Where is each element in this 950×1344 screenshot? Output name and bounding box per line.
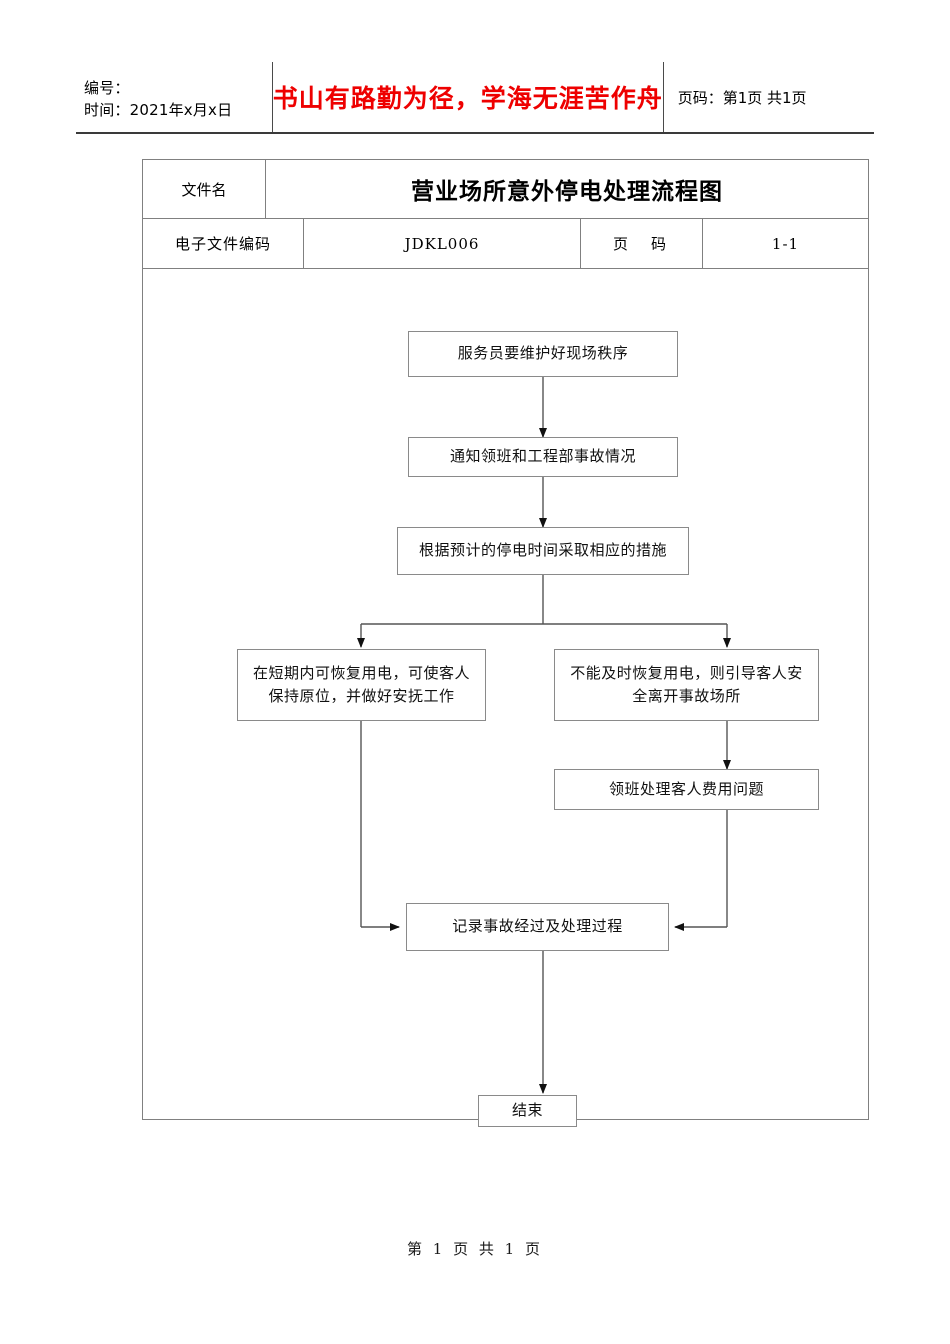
flow-node-n2[interactable]: 通知领班和工程部事故情况 <box>408 437 678 477</box>
flowchart-connectors <box>357 377 731 1094</box>
flow-node-n5[interactable]: 不能及时恢复用电，则引导客人安全离开事故场所 <box>554 649 819 721</box>
flow-node-n3[interactable]: 根据预计的停电时间采取相应的措施 <box>397 527 689 575</box>
cell-code-label: 电子文件编码 <box>143 219 304 268</box>
footer-page-text: 第 1 页 共 1 页 <box>407 1240 543 1258</box>
flow-node-n4-label: 在短期内可恢复用电，可使客人保持原位，并做好安抚工作 <box>252 663 470 705</box>
document-table: 文件名 营业场所意外停电处理流程图 电子文件编码 JDKL006 页 码 1-1 <box>142 159 869 1127</box>
page-footer: 第 1 页 共 1 页 <box>0 1238 950 1259</box>
cell-page-label: 页 码 <box>581 219 703 268</box>
cell-document-title: 营业场所意外停电处理流程图 <box>411 179 723 205</box>
header-pages-cell: 页码：第1页 共1页 <box>664 62 874 132</box>
header-motto-cell: 书山有路勤为径，学海无涯苦作舟 <box>273 62 664 132</box>
flow-node-n1-label: 服务员要维护好现场秩序 <box>457 344 629 363</box>
flowchart-canvas: 服务员要维护好现场秩序 通知领班和工程部事故情况 根据预计的停电时间采取相应的措… <box>143 269 868 1127</box>
header-number-label: 编号： <box>84 79 130 98</box>
flow-node-n7-label: 记录事故经过及处理过程 <box>452 917 623 936</box>
flow-node-n1[interactable]: 服务员要维护好现场秩序 <box>408 331 678 377</box>
cell-page-value: 1-1 <box>771 234 800 253</box>
flow-node-n6-label: 领班处理客人费用问题 <box>608 779 764 798</box>
table-row-code: 电子文件编码 JDKL006 页 码 1-1 <box>143 219 868 269</box>
header-meta-cell: 编号： 时间：2021年x月x日 <box>76 62 273 132</box>
flow-node-n4[interactable]: 在短期内可恢复用电，可使客人保持原位，并做好安抚工作 <box>237 649 486 721</box>
flow-node-n6[interactable]: 领班处理客人费用问题 <box>554 769 819 810</box>
flow-node-n7[interactable]: 记录事故经过及处理过程 <box>406 903 669 951</box>
header-page-number: 页码：第1页 共1页 <box>677 88 807 107</box>
header-time-label: 时间：2021年x月x日 <box>84 101 233 119</box>
flow-node-n2-label: 通知领班和工程部事故情况 <box>449 447 636 466</box>
header-motto-text: 书山有路勤为径，学海无涯苦作舟 <box>272 84 663 113</box>
flow-node-n5-label: 不能及时恢复用电，则引导客人安全离开事故场所 <box>570 663 803 705</box>
cell-filename-label: 文件名 <box>143 160 266 218</box>
flow-node-n3-label: 根据预计的停电时间采取相应的措施 <box>418 541 667 560</box>
flow-node-n8-label: 结束 <box>511 1101 543 1120</box>
flow-node-n8[interactable]: 结束 <box>478 1095 577 1127</box>
table-row-title: 文件名 营业场所意外停电处理流程图 <box>143 160 868 219</box>
cell-code-value: JDKL006 <box>304 219 581 268</box>
page-header-band: 编号： 时间：2021年x月x日 书山有路勤为径，学海无涯苦作舟 页码：第1页 … <box>76 62 874 134</box>
